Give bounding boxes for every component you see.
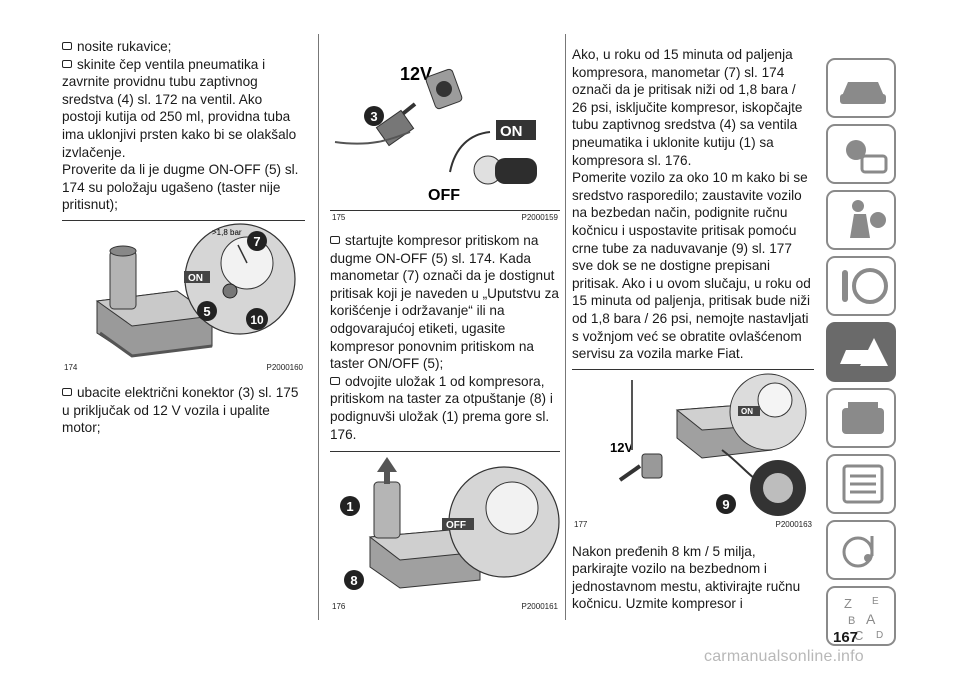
column-right: Ako, u roku od 15 minuta od paljenja kom…: [572, 46, 814, 613]
on-label: ON: [188, 273, 203, 284]
paragraph: Ako, u roku od 15 minuta od paljenja kom…: [572, 47, 803, 168]
tab-driving[interactable]: [826, 256, 896, 316]
steering-key-icon: [842, 268, 888, 304]
svg-text:B: B: [848, 615, 855, 627]
breakdown-car-icon: [840, 338, 888, 366]
tab-multimedia[interactable]: [826, 520, 896, 580]
figure-caption: 175 P2000159: [330, 210, 560, 222]
figure-number: 177: [574, 519, 588, 529]
tab-emergency[interactable]: [826, 322, 896, 382]
paragraph: Pomerite vozilo za oko 10 m kako bi se s…: [572, 170, 811, 362]
socket-illustration: 12V 3 ON OFF: [334, 64, 537, 204]
bullet-item: ubacite električni konektor (3) sl. 175 …: [62, 384, 299, 436]
tab-warning-lights[interactable]: [826, 124, 896, 184]
compressor-illustration: >1,8 bar ON 7 5 10: [95, 223, 296, 358]
checkbox-bullet-icon: [62, 387, 72, 396]
seat-airbag-icon: [850, 200, 886, 238]
svg-text:A: A: [866, 611, 876, 627]
figure-caption: 174 P2000160: [62, 361, 305, 372]
figure-177: ON 12V 9 177 P2000163: [572, 368, 814, 529]
tab-specifications[interactable]: [826, 454, 896, 514]
svg-text:D: D: [876, 630, 883, 641]
column-left: nosite rukavice; skinite čep ventila pne…: [62, 38, 305, 437]
svg-text:Z: Z: [844, 596, 852, 611]
specifications-icon: [842, 464, 884, 504]
callout-1: 1: [346, 499, 353, 514]
figure-number: 175: [332, 213, 346, 222]
svg-text:C: C: [854, 628, 863, 642]
bullet-item: nosite rukavice;: [62, 38, 305, 56]
checkbox-bullet-icon: [62, 42, 72, 50]
gauge-label: >1,8 bar: [212, 228, 242, 237]
car-dashboard-icon: [840, 82, 886, 104]
figure-code: P2000159: [521, 213, 558, 222]
on-label: ON: [500, 123, 523, 140]
figure-code: P2000160: [266, 362, 303, 372]
watermark: carmanualsonline.info: [704, 648, 864, 665]
cartridge-removal-illustration: OFF 1 8: [340, 457, 560, 591]
figure-number: 174: [64, 362, 78, 372]
page-number: 167: [833, 629, 859, 646]
figure-174: >1,8 bar ON 7 5 10 174 P2000160: [62, 219, 305, 372]
on-label: ON: [741, 407, 753, 416]
callout-5: 5: [203, 304, 210, 319]
socket-label: 12V: [610, 440, 633, 455]
tab-index[interactable]: Z E B A C D: [826, 586, 896, 646]
tab-dashboard[interactable]: [826, 58, 896, 118]
bullet-item: skinite čep ventila pneumatika i zavrnit…: [62, 56, 297, 160]
off-label: OFF: [446, 520, 466, 531]
column-separator: [318, 34, 319, 620]
figure-code: P2000163: [775, 519, 812, 529]
figure-number: 176: [332, 602, 346, 612]
callout-8: 8: [350, 573, 357, 588]
bullet-item: odvojite uložak 1 od kompresora, pritisk…: [330, 373, 553, 442]
column-separator: [565, 34, 566, 620]
socket-label: 12V: [400, 64, 432, 84]
paragraph: Nakon pređenih 8 km / 5 milja, parkirajt…: [572, 543, 801, 612]
callout-7: 7: [253, 234, 260, 249]
figure-caption: 176 P2000161: [330, 600, 560, 611]
figure-175: 12V 3 ON OFF 175 P2000159: [330, 22, 560, 222]
maintenance-icon: [842, 402, 884, 434]
callout-10: 10: [250, 313, 264, 327]
bullet-item: startujte kompresor pritiskom na dugme O…: [330, 233, 559, 372]
figure-code: P2000161: [521, 602, 558, 612]
warning-lights-icon: [846, 140, 888, 174]
paragraph: Proverite da li je dugme ON-OFF (5) sl. …: [62, 162, 299, 213]
column-middle: 12V 3 ON OFF 175 P2000159 startujte komp…: [330, 22, 560, 611]
tab-maintenance[interactable]: [826, 388, 896, 448]
svg-text:E: E: [872, 596, 879, 607]
callout-9: 9: [722, 497, 729, 512]
inflation-illustration: ON 12V 9: [610, 373, 807, 516]
checkbox-bullet-icon: [330, 236, 340, 244]
checkbox-bullet-icon: [330, 376, 340, 385]
multimedia-icon: [842, 536, 874, 568]
checkbox-bullet-icon: [62, 59, 72, 68]
callout-3: 3: [370, 109, 377, 124]
tab-safety[interactable]: [826, 190, 896, 250]
chapter-tabs: Z E B A C D: [826, 58, 901, 652]
off-label: OFF: [428, 187, 460, 204]
figure-176: OFF 1 8 176 P2000161: [330, 451, 560, 611]
figure-caption: 177 P2000163: [572, 518, 814, 529]
index-icon: Z E B A C D: [844, 596, 883, 642]
